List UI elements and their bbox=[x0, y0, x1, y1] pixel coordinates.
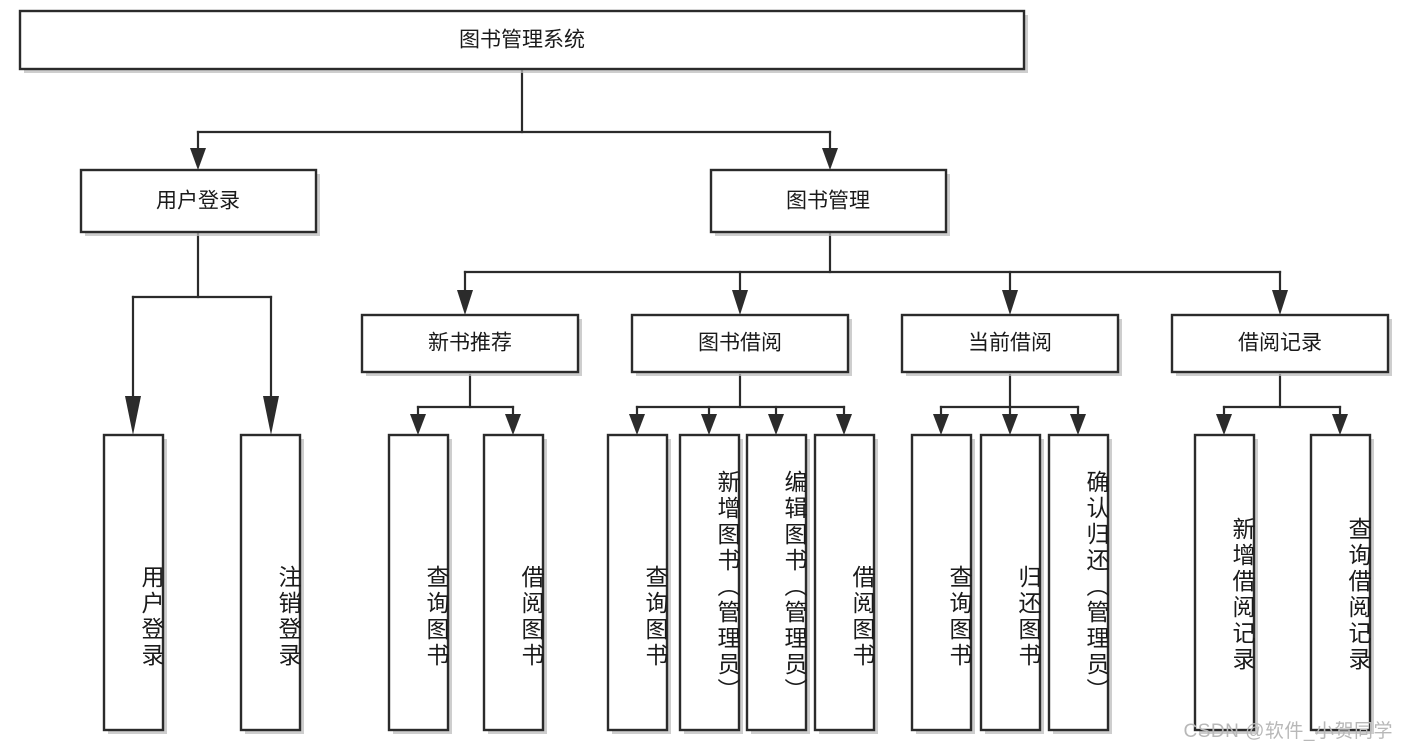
leaf-box-borrow-query[interactable] bbox=[606, 433, 669, 732]
leaf-box-newbook-query[interactable] bbox=[387, 433, 450, 732]
arrow-to-user-login bbox=[190, 148, 206, 170]
node-new-book-label: 新书推荐 bbox=[428, 332, 512, 355]
node-book-borrow-box[interactable] bbox=[630, 313, 850, 374]
arrow-current-query bbox=[933, 414, 949, 435]
leaf-box-borrow-lend[interactable] bbox=[813, 433, 876, 732]
leaf-box-current-confirm[interactable] bbox=[1047, 433, 1110, 732]
arrow-to-book-mgmt bbox=[822, 148, 838, 170]
arrow-to-current bbox=[1002, 290, 1018, 315]
leaf-box-borrow-add[interactable] bbox=[678, 433, 741, 732]
node-layer: 图书管理系统 用户登录 图书管理 新书推荐 图书借阅 当前借阅 借阅记录 bbox=[18, 9, 1392, 734]
arrow-to-borrow bbox=[732, 290, 748, 315]
arrow-current-confirm bbox=[1070, 414, 1086, 435]
leaf-box-record-query[interactable] bbox=[1309, 433, 1372, 732]
arrow-to-newbook bbox=[457, 290, 473, 315]
arrow-borrow-add bbox=[701, 414, 717, 435]
edge-layer bbox=[125, 67, 1348, 435]
node-root-box[interactable] bbox=[18, 9, 1026, 71]
node-book-mgmt-label: 图书管理 bbox=[786, 190, 870, 213]
node-borrow-record-label: 借阅记录 bbox=[1238, 332, 1322, 355]
node-book-borrow-label: 图书借阅 bbox=[698, 332, 782, 355]
arrow-newbook-query bbox=[410, 414, 426, 435]
node-user-login-box[interactable] bbox=[79, 168, 318, 234]
leaf-box-newbook-borrow[interactable] bbox=[482, 433, 545, 732]
arrow-record-query bbox=[1332, 414, 1348, 435]
node-book-mgmt-box[interactable] bbox=[709, 168, 948, 234]
arrow-current-return bbox=[1002, 414, 1018, 435]
leaf-box-current-query[interactable] bbox=[910, 433, 973, 732]
leaf-box-borrow-edit[interactable] bbox=[745, 433, 808, 732]
node-root-label: 图书管理系统 bbox=[459, 29, 585, 52]
arrow-borrow-edit bbox=[768, 414, 784, 435]
node-current-borrow-label: 当前借阅 bbox=[968, 332, 1052, 355]
watermark-text: CSDN @软件_小贺同学 bbox=[1183, 721, 1393, 742]
leaf-box-user-login[interactable] bbox=[102, 433, 165, 732]
node-user-login-label: 用户登录 bbox=[156, 190, 240, 213]
arrow-record-add bbox=[1216, 414, 1232, 435]
leaf-box-current-return[interactable] bbox=[979, 433, 1042, 732]
leaf-box-record-add[interactable] bbox=[1193, 433, 1256, 732]
arrow-leaf-user-login bbox=[125, 396, 141, 435]
arrow-newbook-borrow bbox=[505, 414, 521, 435]
node-borrow-record-box[interactable] bbox=[1170, 313, 1390, 374]
arrow-borrow-lend bbox=[836, 414, 852, 435]
node-new-book-box[interactable] bbox=[360, 313, 580, 374]
node-current-borrow-box[interactable] bbox=[900, 313, 1120, 374]
arrow-leaf-logout bbox=[263, 396, 279, 435]
leaf-box-logout[interactable] bbox=[239, 433, 302, 732]
arrow-to-record bbox=[1272, 290, 1288, 315]
arrow-borrow-query bbox=[629, 414, 645, 435]
